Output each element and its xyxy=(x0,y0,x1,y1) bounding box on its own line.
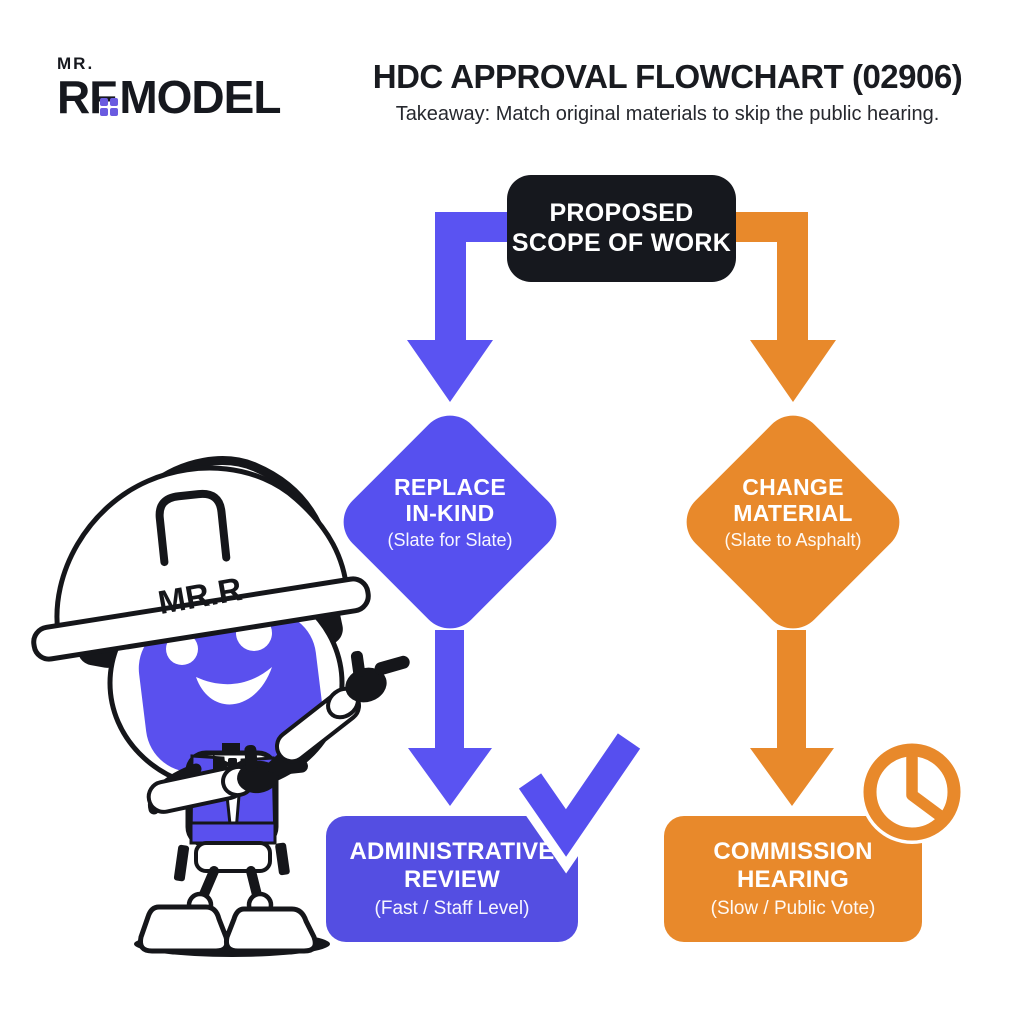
diamond-replace-text: REPLACE IN-KIND (Slate for Slate) xyxy=(330,474,570,551)
purple-down-arrow xyxy=(408,630,492,806)
right-pointing-glove xyxy=(345,650,410,703)
node-commission-line2: HEARING xyxy=(736,866,850,893)
brand-logo-small: MR. xyxy=(57,54,95,73)
diamond-change-line1: CHANGE xyxy=(742,474,844,500)
brand-logo-suffix: MODEL xyxy=(119,71,281,123)
hard-hat-ridge xyxy=(155,489,231,567)
node-admin-line2: REVIEW xyxy=(404,866,500,893)
diamond-change-line2: MATERIAL xyxy=(733,500,853,527)
purple-elbow-arrow xyxy=(407,212,510,402)
diamond-change-note: (Slate to Asphalt) xyxy=(724,529,862,550)
window-grid-icon xyxy=(100,98,119,116)
orange-down-arrow xyxy=(750,630,834,806)
tool-right xyxy=(275,842,290,876)
mascot-robot: MR.R xyxy=(31,456,410,957)
node-commission-hearing: COMMISSION HEARING (Slow / Public Vote) xyxy=(664,816,922,942)
brand-logo: MR. RF MODEL xyxy=(57,54,281,123)
boot-left xyxy=(138,904,230,954)
header-block: HDC APPROVAL FLOWCHART (02906) Takeaway:… xyxy=(345,58,990,126)
page-title: HDC APPROVAL FLOWCHART (02906) xyxy=(372,58,963,95)
node-admin-note: (Fast / Staff Level) xyxy=(374,898,530,920)
vest-band xyxy=(189,821,277,845)
diamond-replace-line2: IN-KIND xyxy=(405,500,495,527)
orange-elbow-arrow xyxy=(733,212,836,402)
node-proposed-line1: PROPOSED xyxy=(549,199,694,227)
hip-block xyxy=(194,841,272,873)
diamond-replace-note: (Slate for Slate) xyxy=(387,529,513,550)
node-proposed-scope: PROPOSED SCOPE OF WORK xyxy=(507,175,736,282)
node-commission-line1: COMMISSION xyxy=(713,837,873,865)
brand-logo-main: RF MODEL xyxy=(57,71,281,123)
diamond-replace-line1: REPLACE xyxy=(393,474,506,500)
node-commission-note: (Slow / Public Vote) xyxy=(710,898,876,920)
boot-right xyxy=(224,906,318,954)
hard-hat-brim xyxy=(31,576,371,662)
node-proposed-line2: SCOPE OF WORK xyxy=(511,228,732,257)
robot-smile xyxy=(196,667,272,705)
diamond-change-text: CHANGE MATERIAL (Slate to Asphalt) xyxy=(673,474,913,551)
tool-left xyxy=(173,844,190,882)
page-subtitle: Takeaway: Match original materials to sk… xyxy=(395,103,940,125)
